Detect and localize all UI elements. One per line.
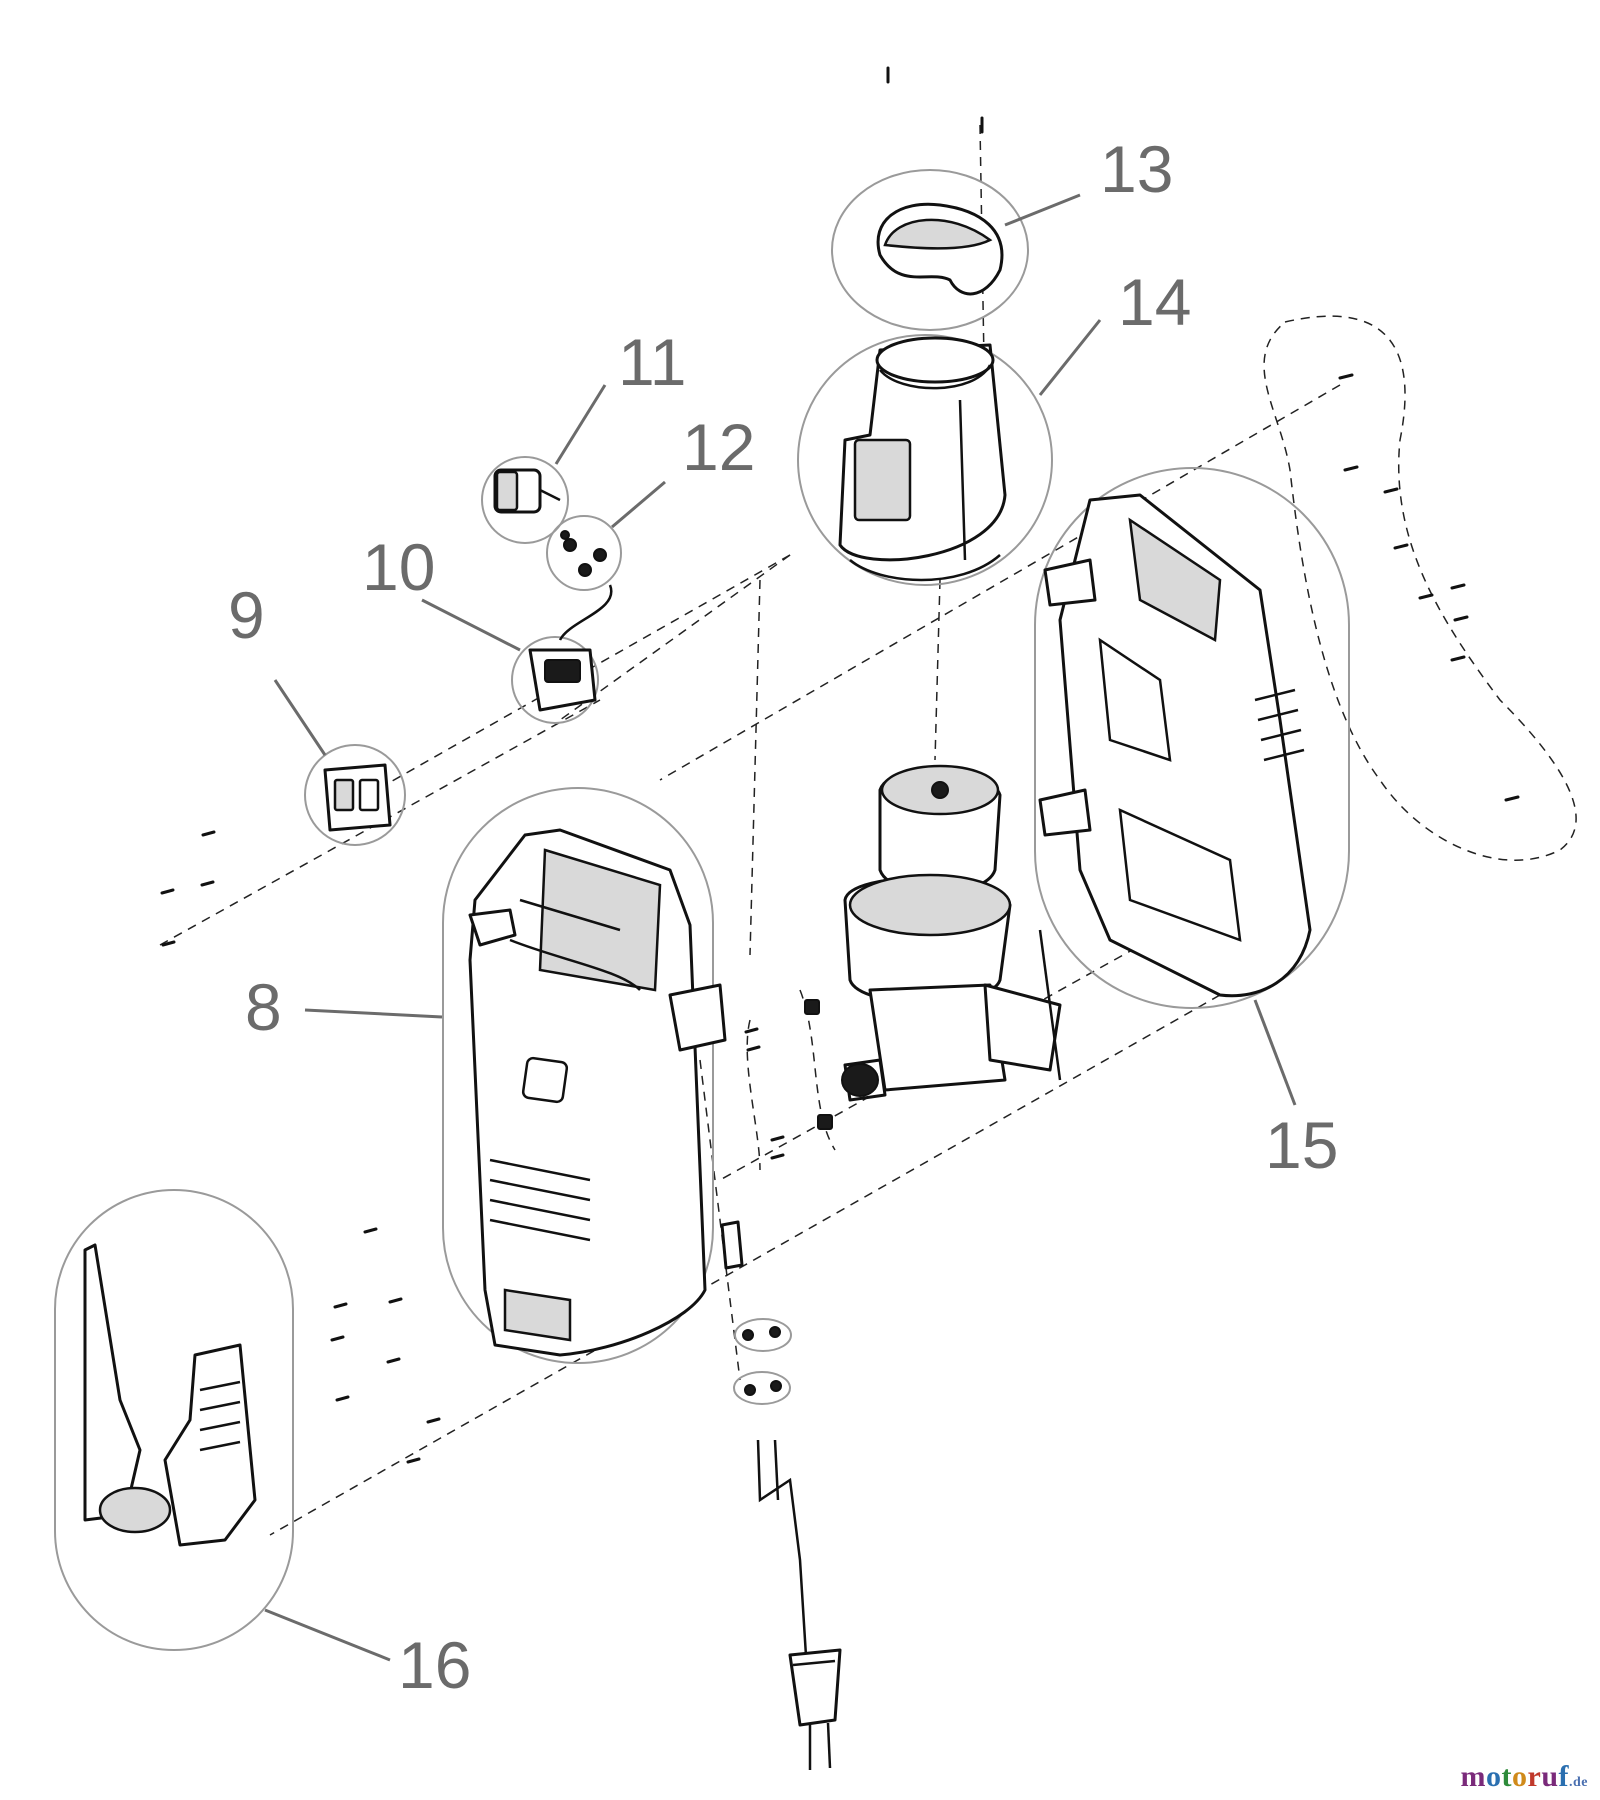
callout-13: 13 (1100, 132, 1173, 206)
part-14-motor-housing (797, 334, 1053, 586)
watermark-letter: r (1527, 1760, 1542, 1793)
watermark-letter: t (1501, 1760, 1512, 1793)
watermark-letter: u (1541, 1760, 1559, 1793)
callout-15: 15 (1265, 1108, 1338, 1182)
callout-12: 12 (682, 410, 755, 484)
leader-lines (264, 193, 1297, 1662)
part-12-connectors (546, 515, 622, 591)
watermark-text: motoruf (1460, 1760, 1569, 1793)
part-11-terminal-block (481, 456, 569, 544)
part-9-switch-plate (304, 744, 406, 846)
pump-clip-brackets (746, 989, 836, 1171)
part-8-front-cover (442, 787, 727, 1364)
part-10-switch (511, 584, 613, 724)
callout-9: 9 (228, 578, 265, 652)
watermark-logo: motoruf.de (1460, 1760, 1588, 1794)
power-cord-assembly (720, 1220, 842, 1770)
callout-14: 14 (1118, 265, 1191, 339)
part-16-base (54, 1189, 294, 1651)
watermark-letter: o (1511, 1760, 1528, 1793)
watermark-letter: o (1485, 1760, 1502, 1793)
part-16-vent-slats (199, 1380, 241, 1452)
watermark-letter: f (1558, 1760, 1569, 1793)
callout-8: 8 (245, 970, 282, 1044)
screws (160, 66, 1520, 1464)
watermark-letter: m (1460, 1760, 1486, 1793)
callout-numbers: 13 14 11 12 10 9 8 15 16 (228, 132, 1338, 1702)
assembly-guide-lines (159, 124, 1577, 1536)
watermark-tld: .de (1569, 1775, 1588, 1790)
callout-10: 10 (362, 530, 435, 604)
part-15-vent-slats (1254, 688, 1305, 762)
pump-motor-assembly (841, 764, 1062, 1102)
callout-11: 11 (618, 325, 687, 399)
part-13-cap (831, 169, 1029, 331)
callout-16: 16 (398, 1628, 471, 1702)
part-8-vent-slats (489, 1158, 591, 1242)
part-15-rear-housing (1034, 467, 1350, 1009)
